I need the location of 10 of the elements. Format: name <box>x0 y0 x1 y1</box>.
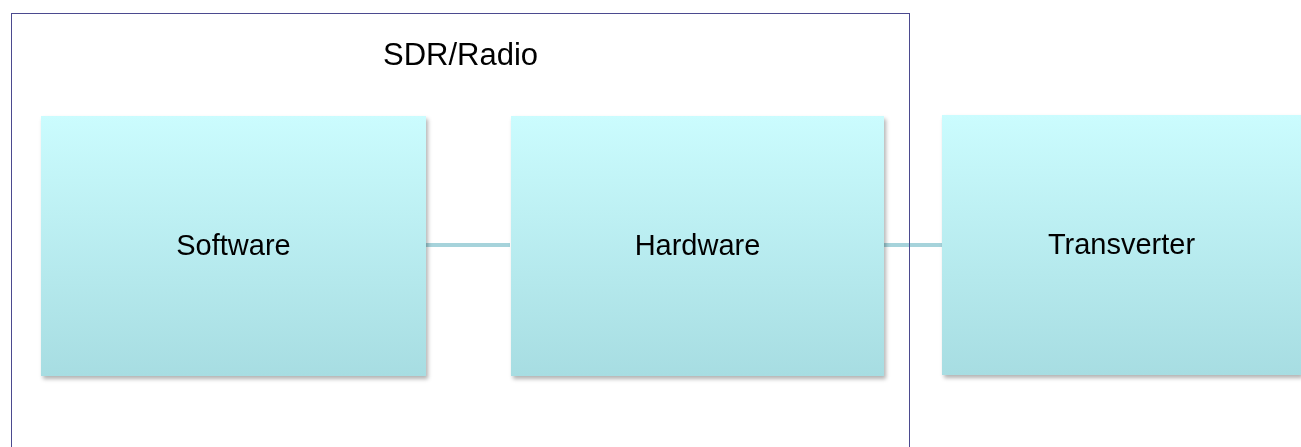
connector-line <box>425 243 510 247</box>
group-frame <box>11 13 910 447</box>
block-label: Transverter <box>1047 227 1196 263</box>
connector-line <box>883 243 942 247</box>
block-label: Software <box>176 228 291 264</box>
group-title: SDR/Radio <box>381 36 540 74</box>
block-box <box>942 115 1301 375</box>
block-box <box>41 116 426 376</box>
block-box <box>511 116 884 376</box>
block-label: Hardware <box>634 228 761 264</box>
